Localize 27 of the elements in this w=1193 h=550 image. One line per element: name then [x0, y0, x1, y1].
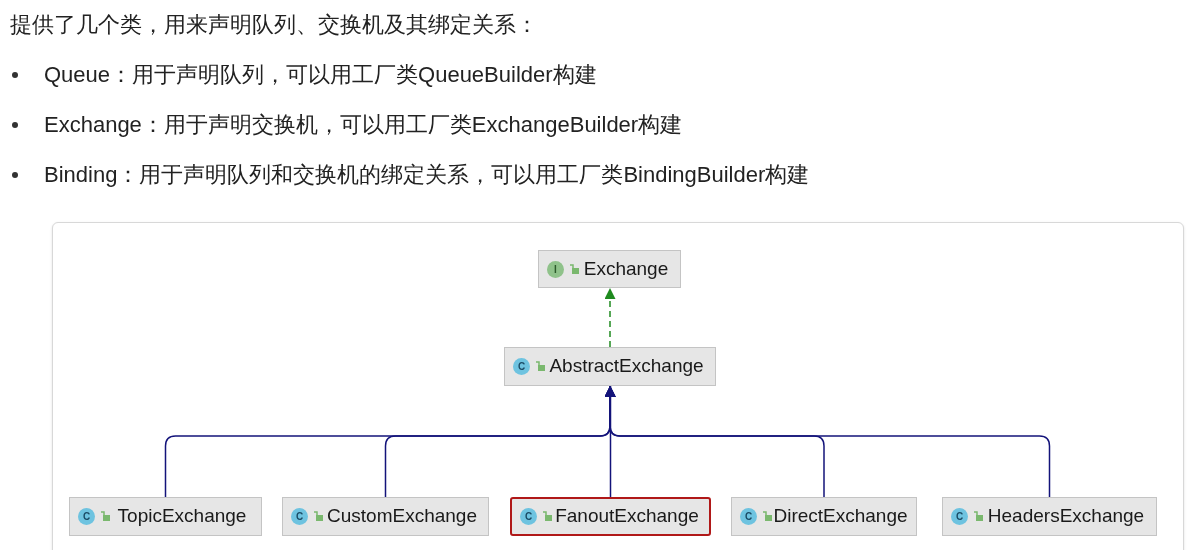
- type-badge: C: [78, 508, 95, 525]
- class-box: [510, 497, 711, 536]
- class-name: HeadersExchange: [986, 504, 1146, 529]
- class-box: [731, 497, 917, 536]
- type-badge: I: [547, 260, 564, 278]
- type-badge: C: [951, 508, 968, 525]
- dashed-arrow: [604, 287, 616, 348]
- class-name: FanoutExchange: [554, 504, 700, 529]
- bullet-text: Queue：用于声明队列，可以用工厂类QueueBuilder构建: [44, 61, 597, 89]
- type-badge: C: [740, 508, 757, 525]
- class-box: [538, 250, 681, 288]
- class-name: DirectExchange: [773, 504, 908, 529]
- class-box: [282, 497, 489, 536]
- class-name: CustomExchange: [326, 504, 478, 529]
- class-name: Exchange: [582, 256, 670, 281]
- type-badge: C: [291, 508, 308, 525]
- inheritance-arrow: [604, 385, 1051, 498]
- class-box: [504, 347, 716, 386]
- class-name: AbstractExchange: [548, 354, 705, 379]
- class-name: TopicExchange: [116, 504, 248, 529]
- type-badge: C: [513, 358, 530, 375]
- class-box: [942, 497, 1157, 536]
- bullet-text: Exchange：用于声明交换机，可以用工厂类ExchangeBuilder构建: [44, 111, 683, 139]
- heading: 提供了几个类，用来声明队列、交换机及其绑定关系：: [10, 11, 538, 39]
- class-box: [69, 497, 262, 536]
- bullet-text: Binding：用于声明队列和交换机的绑定关系，可以用工厂类BindingBuilder构建: [44, 161, 810, 189]
- type-badge: C: [520, 508, 537, 525]
